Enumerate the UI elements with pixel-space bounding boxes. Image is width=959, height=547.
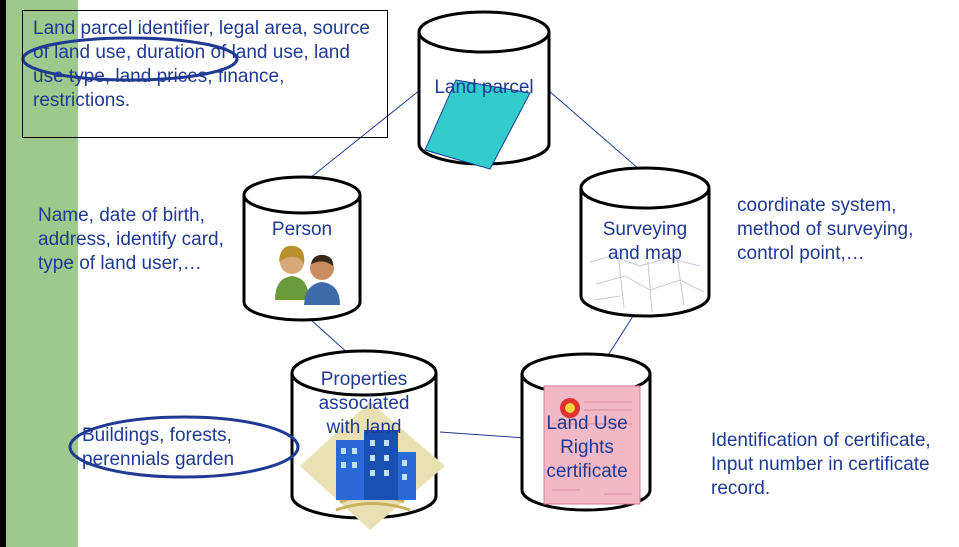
- person-label: Person: [271, 219, 333, 240]
- certificate-attributes-text: Identification of certificate, Input num…: [711, 430, 931, 499]
- highlight-ellipse-source-of-land-use: [21, 36, 239, 82]
- surveying-attributes-text: coordinate system, method of surveying, …: [737, 195, 914, 264]
- edge-properties-certificate: [439, 431, 526, 439]
- people-icon: [275, 245, 340, 305]
- edge-parcel-surveying: [547, 89, 641, 171]
- certificate-document-icon: [543, 385, 641, 505]
- highlight-ellipse-buildings: [68, 415, 300, 479]
- left-border: [0, 0, 6, 547]
- certificate-label: Land Use Rights certificate: [546, 413, 628, 482]
- person-cylinder: [242, 175, 362, 322]
- buildings-icon: [300, 402, 445, 530]
- surveying-label: Surveying and map: [602, 219, 688, 264]
- land-parcel-cylinder: [417, 10, 551, 170]
- certificate-cylinder: [520, 352, 652, 512]
- green-side-bar: [6, 0, 78, 547]
- cadastral-map-icon: [589, 249, 705, 313]
- land-parcel-attributes-box: Land parcel identifier, legal area, sour…: [22, 10, 388, 138]
- edge-parcel-person: [304, 89, 421, 183]
- person-attributes-text: Name, date of birth, address, identify c…: [38, 205, 224, 274]
- properties-attributes-text: Buildings, forests, perennials garden: [82, 425, 235, 470]
- properties-cylinder: [290, 349, 445, 530]
- properties-label: Properties associated with land: [318, 369, 410, 438]
- surveying-cylinder: [579, 166, 711, 318]
- land-parcel-label: Land parcel: [434, 77, 534, 98]
- land-parcel-attributes-text: Land parcel identifier, legal area, sour…: [33, 18, 370, 111]
- land-parcel-shape: [424, 79, 531, 170]
